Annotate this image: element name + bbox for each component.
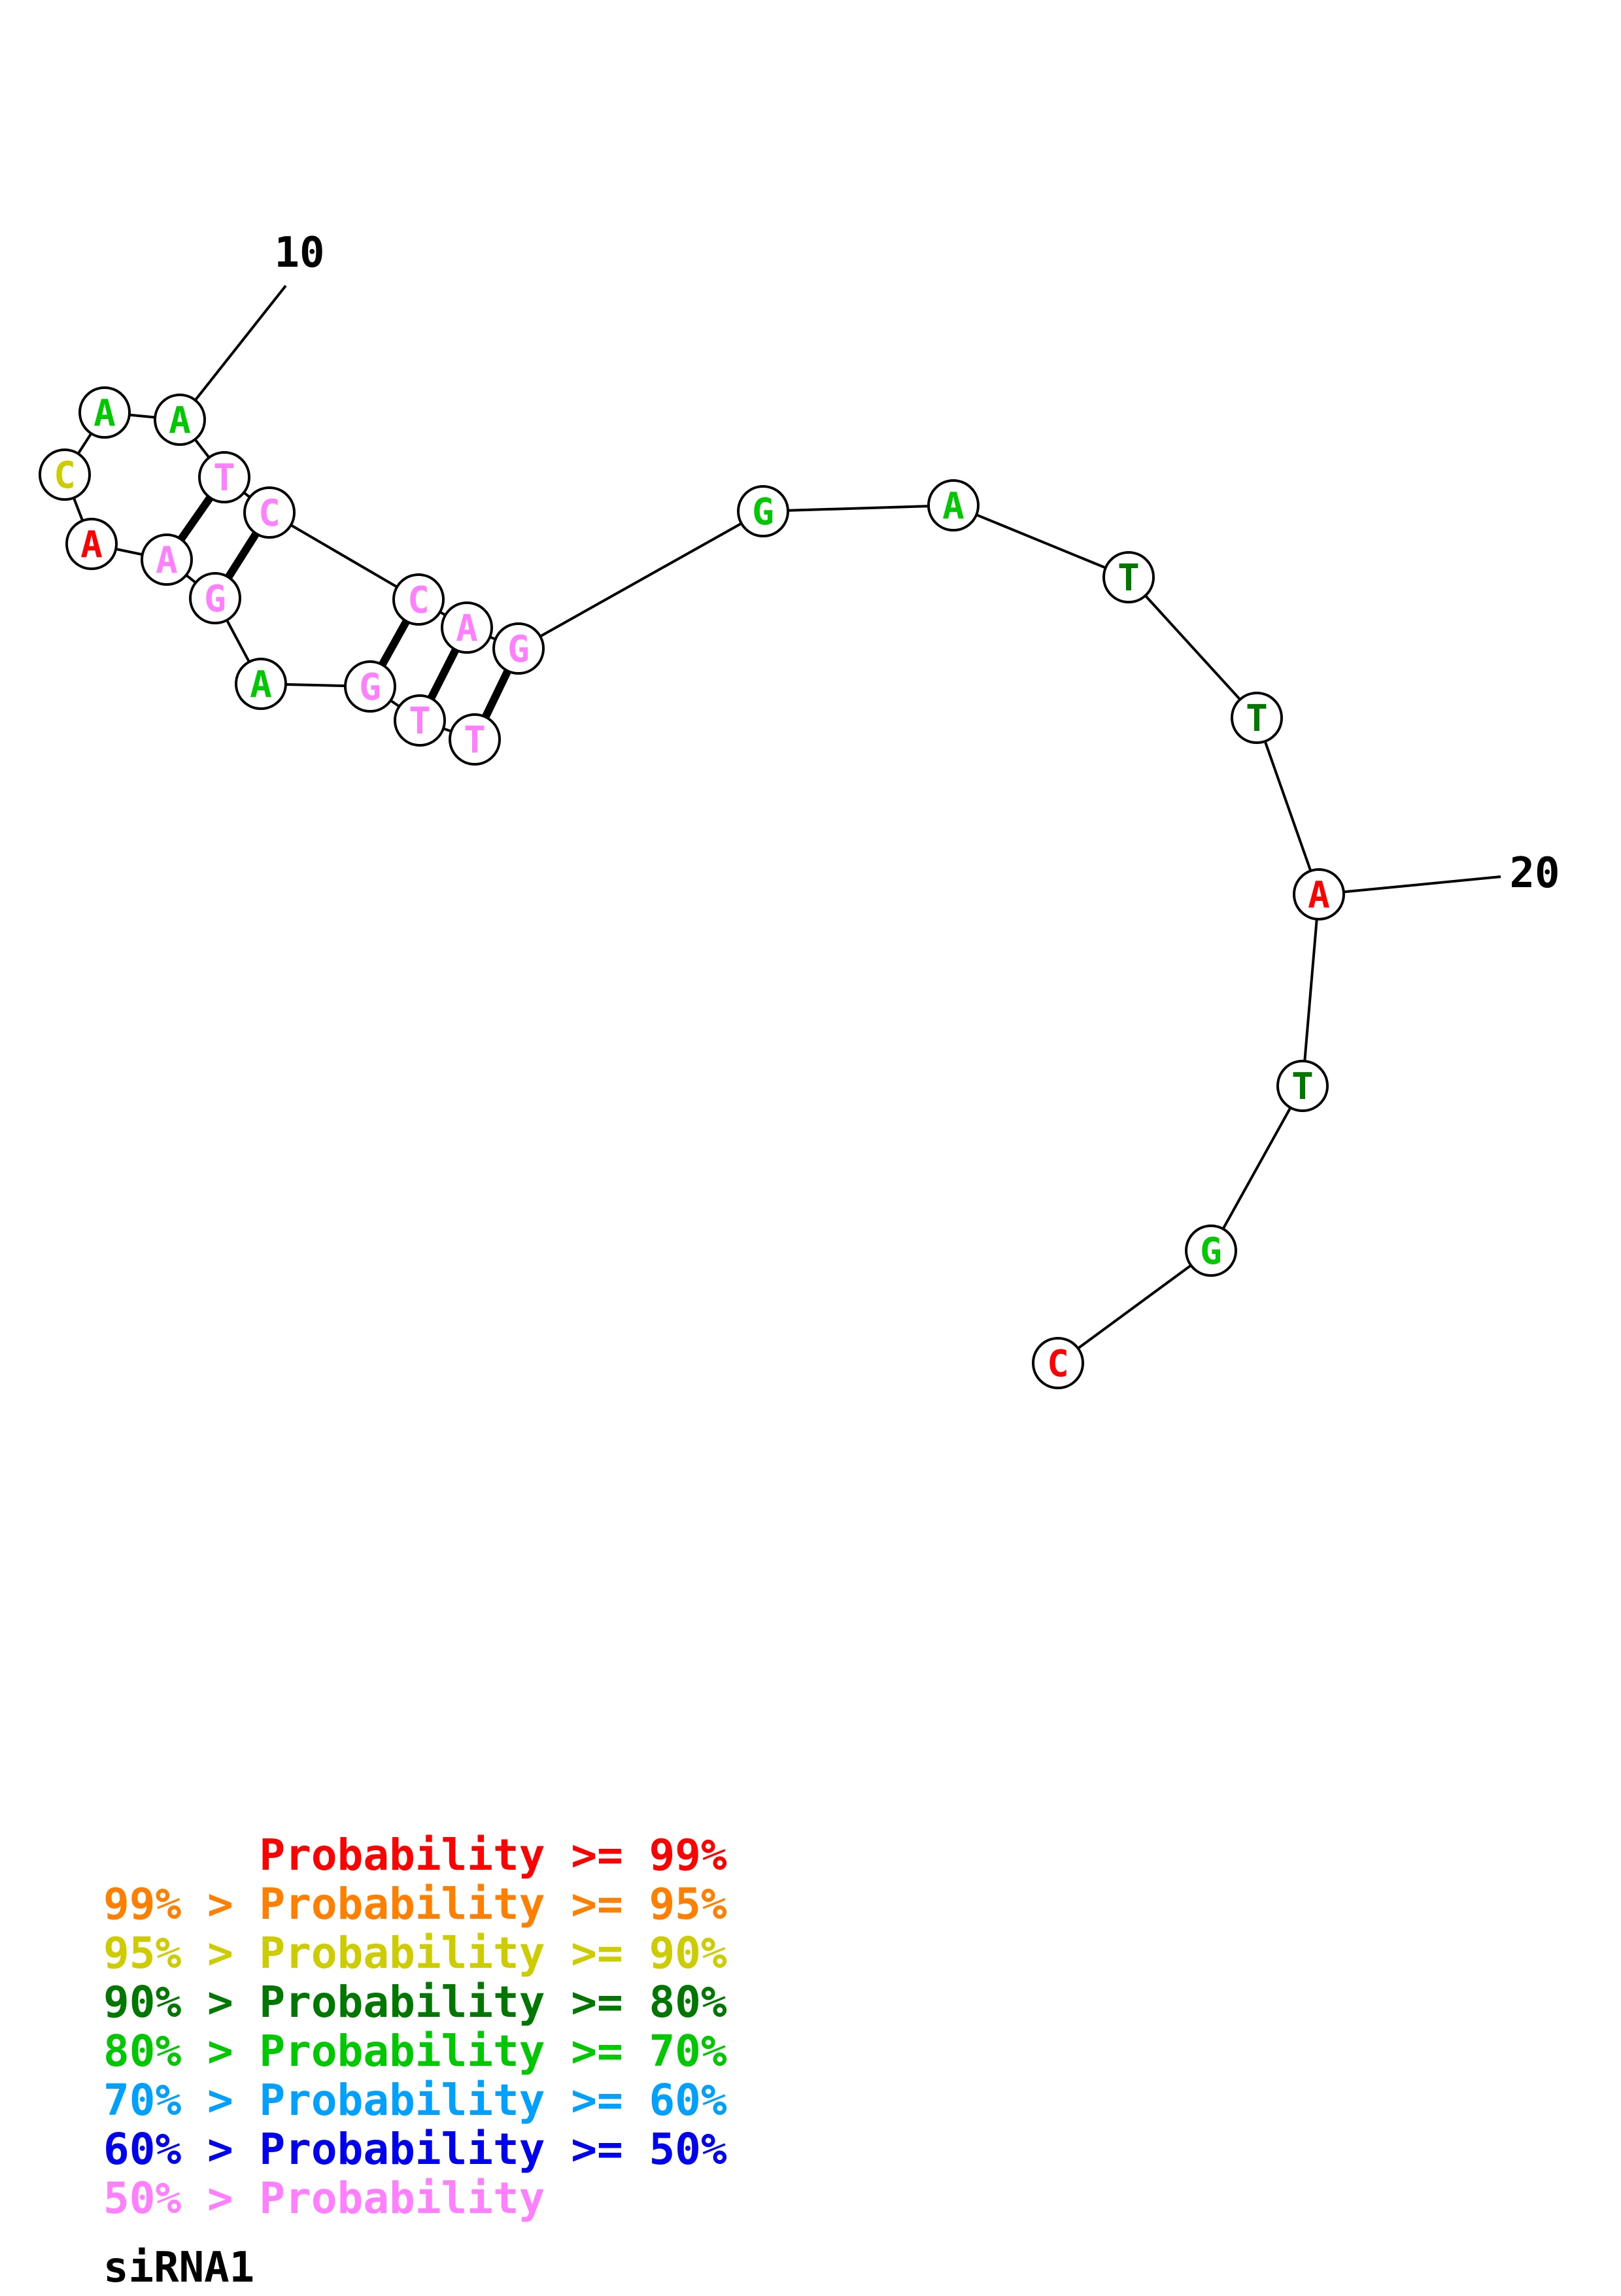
backbone-line	[1210, 1085, 1304, 1251]
nucleotide-circle	[235, 658, 287, 710]
nucleotide-circle	[392, 573, 445, 626]
nucleotide-letter: A	[94, 392, 116, 435]
number-tick-line	[1318, 875, 1501, 896]
nucleotide-circle	[394, 694, 446, 747]
nucleotide-letter: T	[1291, 1066, 1314, 1108]
nucleotide-circle	[1231, 692, 1283, 744]
backbone-line	[268, 511, 420, 601]
nucleotide-circle	[344, 660, 396, 713]
nucleotide-letter: A	[1308, 874, 1330, 917]
backbone-line	[762, 504, 954, 513]
nucleotide-letter: A	[942, 485, 964, 528]
nucleotide-letter: A	[169, 399, 191, 442]
nucleotide-circle	[141, 533, 193, 586]
nucleotide-circle	[65, 518, 118, 570]
legend-entry: 95% > Probability >= 90%	[103, 1928, 727, 1978]
nucleotide-letter: G	[752, 491, 774, 533]
nucleotide-letter: A	[156, 539, 178, 582]
nucleotide-letter: A	[456, 607, 478, 650]
nucleotide-circle	[39, 448, 91, 501]
plot-title: siRNA1	[103, 2244, 255, 2292]
nucleotide-letter: A	[80, 524, 103, 566]
nucleotide-circle	[243, 486, 296, 539]
nucleotide-circle	[154, 394, 206, 446]
backbone-line	[1057, 1249, 1212, 1364]
backbone-line	[518, 510, 764, 650]
nucleotide-circle	[198, 451, 250, 503]
nucleotide-letter: T	[213, 457, 235, 499]
backbone-line	[953, 504, 1129, 579]
nucleotide-letter: C	[407, 579, 430, 622]
legend-entry: 80% > Probability >= 70%	[103, 2026, 727, 2076]
nucleotide-letter: T	[464, 719, 486, 762]
number-tick-line	[179, 284, 287, 421]
backbone-line	[1255, 717, 1320, 895]
nucleotide-circle	[737, 485, 789, 537]
nucleotide-circle	[1032, 1337, 1084, 1389]
nucleotide-circle	[1102, 551, 1155, 603]
nucleotide-circle	[1276, 1060, 1329, 1112]
backbone-line	[1127, 576, 1258, 719]
legend-entry: 70% > Probability >= 60%	[103, 2075, 727, 2125]
nucleotide-circle	[1293, 868, 1345, 920]
legend-entry: 60% > Probability >= 50%	[103, 2124, 727, 2174]
nucleotide-circle	[492, 622, 545, 675]
nucleotide-letter: C	[54, 454, 76, 497]
nucleotide-letter: A	[250, 664, 272, 706]
nucleotide-letter: G	[507, 628, 530, 671]
nucleotide-circle	[441, 601, 493, 654]
nucleotide-circle	[449, 713, 501, 766]
nucleotide-circle	[927, 479, 980, 532]
nucleotide-letter: C	[258, 492, 281, 535]
nucleotide-letter: C	[1047, 1343, 1069, 1385]
nucleotide-letter: T	[1246, 698, 1268, 740]
nucleotide-circle	[189, 572, 241, 624]
backbone-line	[1301, 894, 1320, 1087]
nucleotide-letter: G	[204, 578, 226, 620]
nucleotide-circle	[78, 386, 131, 439]
sequence-number-label: 10	[274, 229, 324, 277]
probability-legend: Probability >= 99%99% > Probability >= 9…	[103, 1831, 727, 2223]
nucleotide-letter: G	[359, 666, 381, 709]
sequence-number-label: 20	[1509, 849, 1560, 898]
legend-entry: Probability >= 99%	[103, 1830, 727, 1880]
legend-entry: 99% > Probability >= 95%	[103, 1879, 727, 1929]
nucleotide-letter: G	[1200, 1230, 1222, 1273]
nucleotide-letter: T	[1118, 557, 1140, 599]
nucleotide-circle	[1185, 1224, 1237, 1277]
legend-entry: 90% > Probability >= 80%	[103, 1977, 727, 2027]
legend-entry: 50% > Probability	[103, 2173, 545, 2223]
nucleotide-letter: T	[409, 700, 431, 743]
